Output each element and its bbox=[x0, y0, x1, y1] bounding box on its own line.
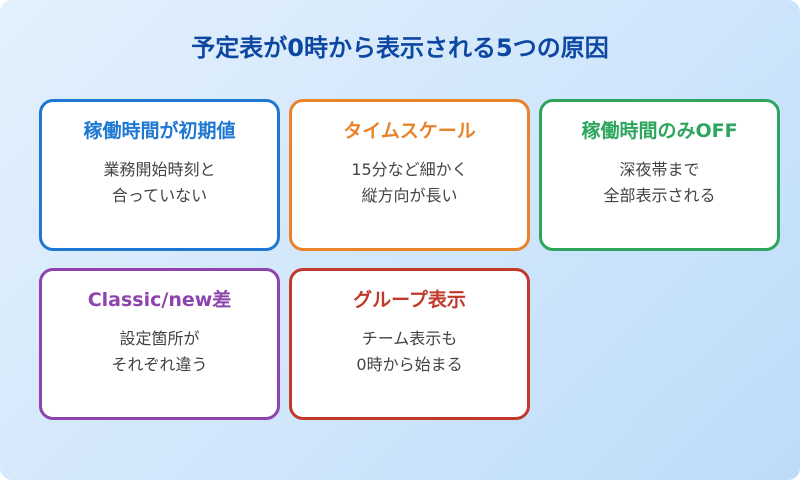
card-title: 稼働時間のみOFF bbox=[581, 120, 738, 142]
cause-card-group-view: グループ表示 チーム表示も 0時から始まる bbox=[289, 268, 530, 420]
card-title: グループ表示 bbox=[353, 289, 466, 311]
card-description-line: 15分など細かく bbox=[351, 160, 468, 179]
cause-card-classic-new-difference: Classic/new差 設定箇所が それぞれ違う bbox=[39, 268, 280, 420]
card-description-line: 縦方向が長い bbox=[361, 186, 458, 205]
card-description: 15分など細かく 縦方向が長い bbox=[292, 157, 527, 209]
card-title: Classic/new差 bbox=[87, 289, 232, 311]
card-description-line: 全部表示される bbox=[603, 186, 716, 205]
card-description-line: 合っていない bbox=[111, 186, 208, 205]
cause-card-working-hours-default: 稼働時間が初期値 業務開始時刻と 合っていない bbox=[39, 99, 280, 251]
diagram-title: 予定表が0時から表示される5つの原因 bbox=[191, 34, 609, 62]
card-description-line: 設定箇所が bbox=[119, 329, 200, 348]
card-description-line: 深夜帯まで bbox=[619, 160, 700, 179]
cause-card-working-hours-off: 稼働時間のみOFF 深夜帯まで 全部表示される bbox=[539, 99, 780, 251]
card-description-line: 0時から始まる bbox=[356, 355, 463, 374]
card-description-line: 業務開始時刻と bbox=[103, 160, 216, 179]
card-description: 深夜帯まで 全部表示される bbox=[542, 157, 777, 209]
card-description: チーム表示も 0時から始まる bbox=[292, 326, 527, 378]
card-description-line: それぞれ違う bbox=[111, 355, 208, 374]
card-title: タイムスケール bbox=[343, 120, 476, 142]
card-title: 稼働時間が初期値 bbox=[83, 120, 236, 142]
card-description: 設定箇所が それぞれ違う bbox=[42, 326, 277, 378]
card-description: 業務開始時刻と 合っていない bbox=[42, 157, 277, 209]
cause-card-timescale: タイムスケール 15分など細かく 縦方向が長い bbox=[289, 99, 530, 251]
card-description-line: チーム表示も bbox=[361, 329, 458, 348]
